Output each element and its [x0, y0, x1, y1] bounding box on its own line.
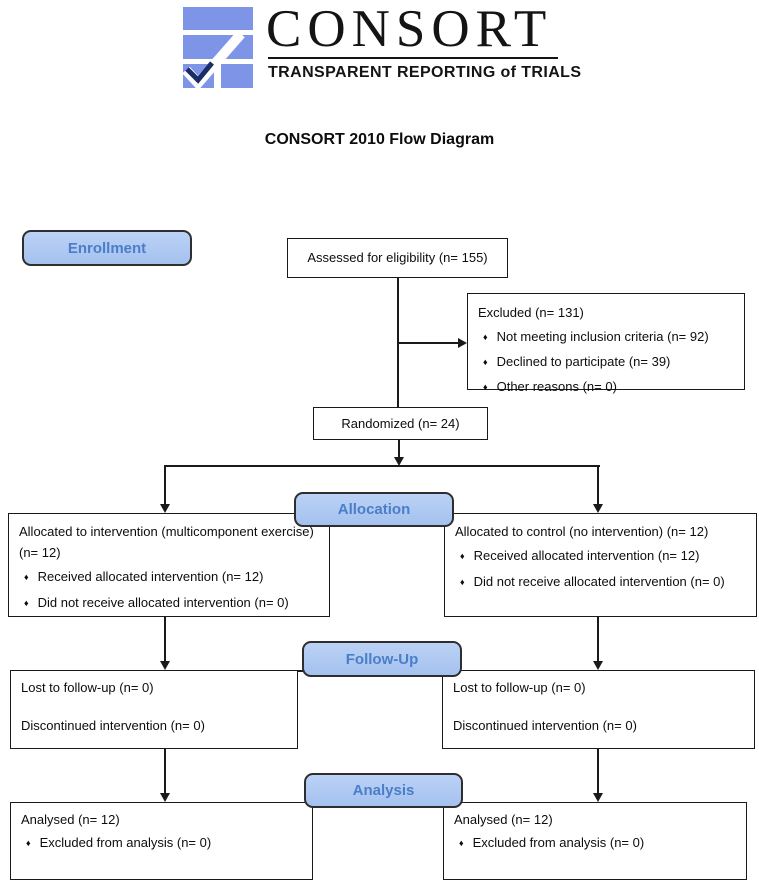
excluded-bullet-1: ♦ Not meeting inclusion criteria (n= 92) [478, 325, 734, 350]
connector-to-excluded [398, 342, 458, 344]
stage-label-enrollment: Enrollment [22, 230, 192, 266]
consort-wordmark: CONSORT [266, 0, 553, 58]
alloc-right-title: Allocated to control (no intervention) (… [455, 524, 709, 539]
excluded-bullet-2: ♦ Declined to participate (n= 39) [478, 350, 734, 375]
alloc-left-title: Allocated to intervention (multicomponen… [19, 524, 314, 560]
flow-box-analysis-intervention: Analysed (n= 12) ♦ Excluded from analysi… [10, 802, 313, 880]
stage-label-analysis: Analysis [304, 773, 463, 808]
arrowhead-down-alloc-left-icon [160, 504, 170, 513]
alloc-left-bullet-2-text: Did not receive allocated intervention (… [37, 595, 289, 610]
alloc-right-bullet-1: ♦ Received allocated intervention (n= 12… [455, 545, 746, 568]
an-right-bullet-1: ♦ Excluded from analysis (n= 0) [454, 833, 736, 854]
arrowhead-down-fu-left-icon [160, 661, 170, 670]
connector-alloc-fu-right [597, 617, 599, 662]
bullet-diamond-icon: ♦ [483, 357, 488, 367]
stage-label-allocation: Allocation [294, 492, 454, 527]
flow-box-randomized: Randomized (n= 24) [313, 407, 488, 440]
an-right-title: Analysed (n= 12) [454, 812, 553, 827]
arrowhead-down-branch-icon [394, 457, 404, 466]
flow-box-analysis-control: Analysed (n= 12) ♦ Excluded from analysi… [443, 802, 747, 880]
branch-line [164, 465, 600, 467]
bullet-diamond-icon: ♦ [24, 572, 29, 582]
an-right-bullet-1-text: Excluded from analysis (n= 0) [472, 835, 645, 850]
consort-logo-icon [183, 7, 253, 88]
connector-branch-alloc-right [597, 465, 599, 506]
flow-box-assessed: Assessed for eligibility (n= 155) [287, 238, 508, 278]
fu-right-line1: Lost to follow-up (n= 0) [453, 680, 586, 695]
page-title: CONSORT 2010 Flow Diagram [264, 131, 495, 148]
bullet-diamond-icon: ♦ [460, 577, 465, 587]
alloc-right-bullet-1-text: Received allocated intervention (n= 12) [473, 548, 700, 563]
excluded-bullet-2-text: Declined to participate (n= 39) [496, 354, 671, 369]
connector-branch-alloc-left [164, 465, 166, 506]
flow-box-followup-control: Lost to follow-up (n= 0) Discontinued in… [442, 670, 755, 749]
logo-tagline: TRANSPARENT REPORTING of TRIALS [268, 64, 582, 81]
bullet-diamond-icon: ♦ [460, 551, 465, 561]
arrowhead-down-alloc-right-icon [593, 504, 603, 513]
bullet-diamond-icon: ♦ [483, 332, 488, 342]
alloc-left-bullet-1-text: Received allocated intervention (n= 12) [37, 569, 264, 584]
bullet-diamond-icon: ♦ [459, 838, 464, 848]
fu-left-line2: Discontinued intervention (n= 0) [21, 718, 205, 733]
alloc-right-bullet-2: ♦ Did not receive allocated intervention… [455, 571, 746, 594]
connector-fu-analysis-right [597, 749, 599, 794]
randomized-text: Randomized (n= 24) [341, 415, 460, 431]
alloc-left-bullet-1: ♦ Received allocated intervention (n= 12… [19, 566, 319, 589]
fu-left-line1: Lost to follow-up (n= 0) [21, 680, 154, 695]
stage-label-followup: Follow-Up [302, 641, 462, 677]
fu-right-line2: Discontinued intervention (n= 0) [453, 718, 637, 733]
alloc-left-bullet-2: ♦ Did not receive allocated intervention… [19, 592, 319, 615]
arrowhead-right-excluded-icon [458, 338, 467, 348]
an-left-bullet-1-text: Excluded from analysis (n= 0) [39, 835, 212, 850]
arrowhead-down-analysis-right-icon [593, 793, 603, 802]
connector-randomized-branch [398, 439, 400, 459]
arrowhead-down-analysis-left-icon [160, 793, 170, 802]
alloc-right-bullet-2-text: Did not receive allocated intervention (… [473, 574, 725, 589]
flow-box-followup-intervention: Lost to follow-up (n= 0) Discontinued in… [10, 670, 298, 749]
bullet-diamond-icon: ♦ [26, 838, 31, 848]
an-left-bullet-1: ♦ Excluded from analysis (n= 0) [21, 833, 302, 854]
connector-alloc-fu-left [164, 617, 166, 662]
arrowhead-down-fu-right-icon [593, 661, 603, 670]
excluded-bullet-1-text: Not meeting inclusion criteria (n= 92) [496, 329, 709, 344]
bullet-diamond-icon: ♦ [24, 598, 29, 608]
flow-box-excluded: Excluded (n= 131) ♦ Not meeting inclusio… [467, 293, 745, 394]
excluded-title: Excluded (n= 131) [478, 305, 584, 320]
an-left-title: Analysed (n= 12) [21, 812, 120, 827]
excluded-bullet-3: ♦ Other reasons (n= 0) [478, 375, 734, 400]
flow-box-allocation-control: Allocated to control (no intervention) (… [444, 513, 757, 617]
bullet-diamond-icon: ♦ [483, 382, 488, 392]
connector-fu-analysis-left [164, 749, 166, 794]
logo-divider [268, 57, 558, 59]
assessed-text: Assessed for eligibility (n= 155) [307, 250, 488, 265]
excluded-bullet-3-text: Other reasons (n= 0) [496, 379, 617, 394]
flow-box-allocation-intervention: Allocated to intervention (multicomponen… [8, 513, 330, 617]
